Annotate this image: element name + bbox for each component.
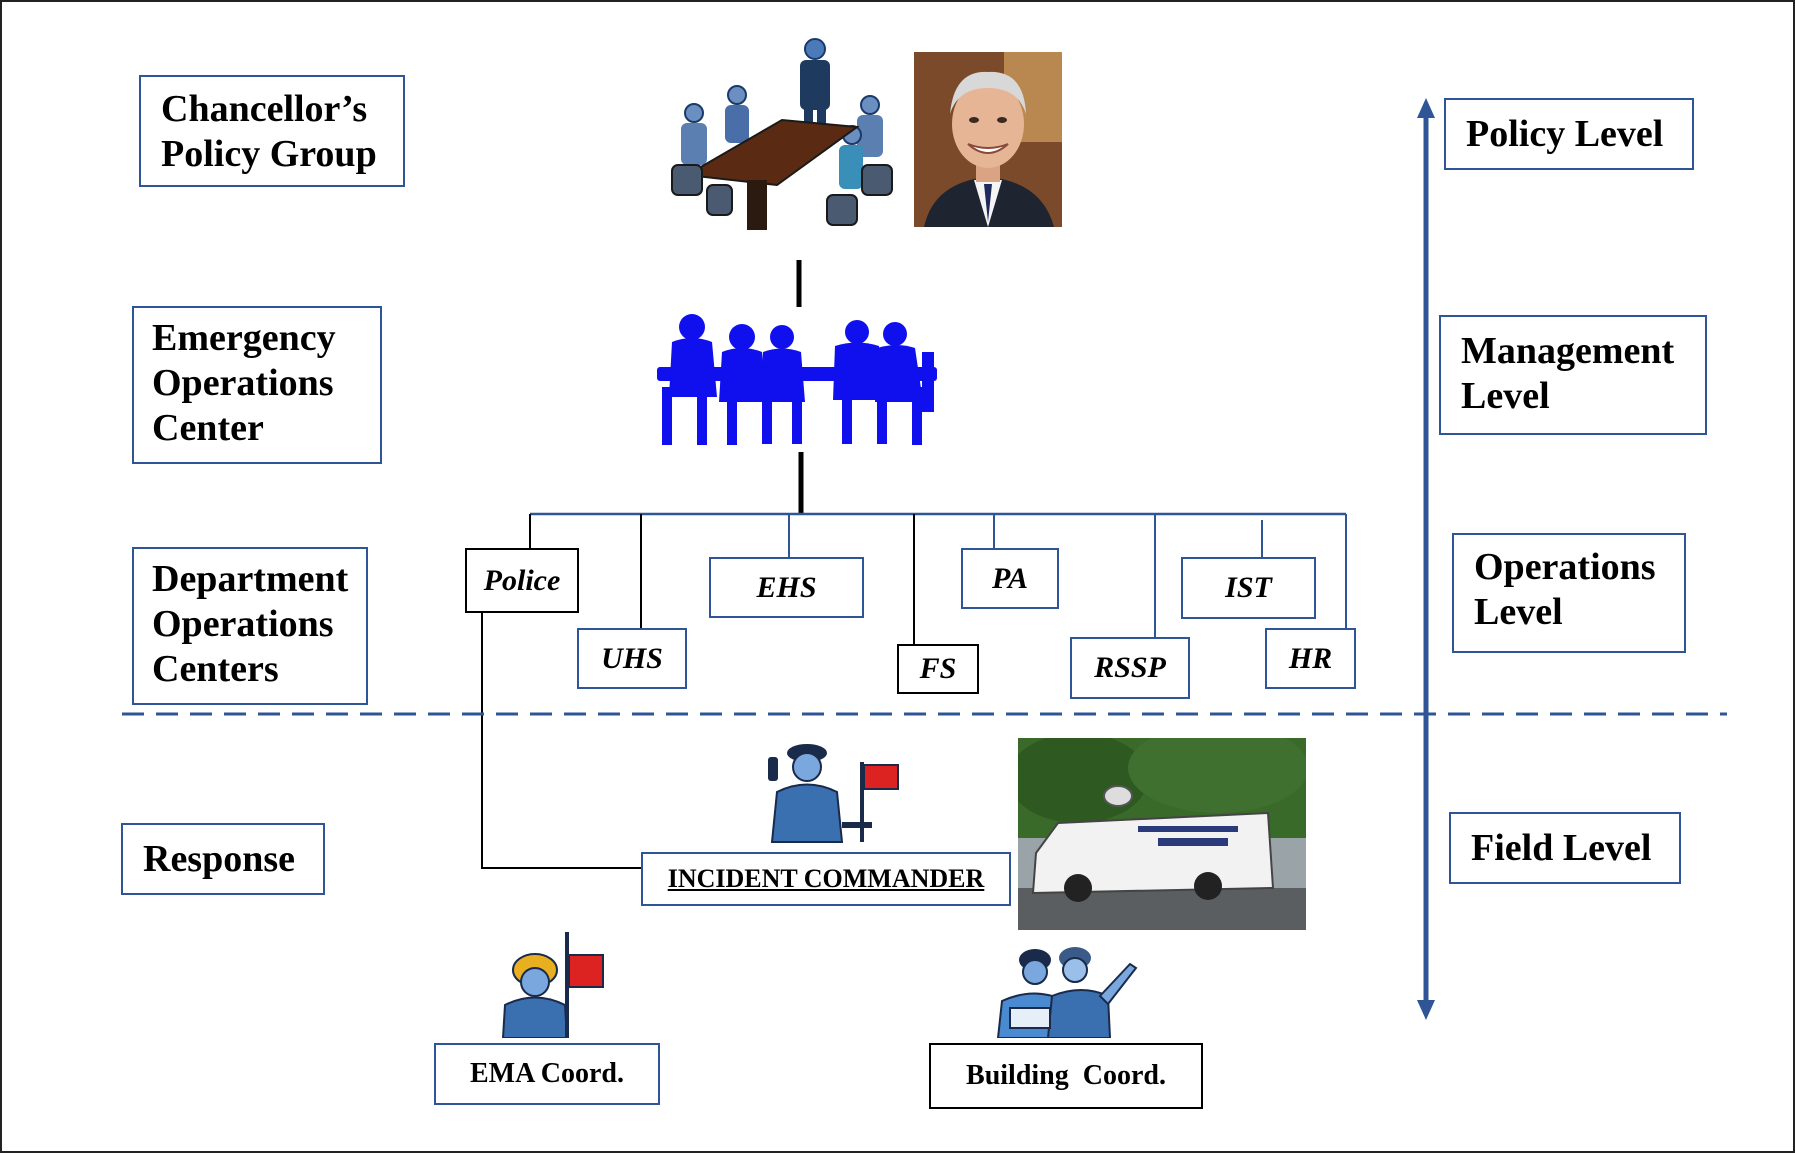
policy-level-box: Policy Level [1444, 98, 1694, 170]
building-coord-label: Building Coord. [966, 1060, 1166, 1091]
doc-box: Department Operations Centers [132, 547, 368, 705]
worker-flag-icon [501, 932, 604, 1038]
dept-fs-label: FS [919, 652, 957, 685]
management-level-box: Management Level [1439, 315, 1707, 435]
ema-coord-label: EMA Coord. [470, 1058, 624, 1089]
policy-group-line-1: Chancellor’s [161, 88, 368, 130]
dept-hr: HR [1265, 628, 1356, 689]
level-arrow-up [1417, 98, 1435, 118]
building-coord-box: Building Coord. [929, 1043, 1203, 1109]
ema-coord-box: EMA Coord. [434, 1043, 660, 1105]
doc-line-2: Operations [152, 603, 334, 645]
eoc-line-3: Center [152, 407, 264, 449]
dept-ehs-label: EHS [756, 570, 817, 604]
policy-level-label: Policy Level [1466, 113, 1664, 155]
dept-ist: IST [1181, 557, 1316, 619]
management-level-line-2: Level [1461, 375, 1550, 417]
command-vehicle-photo [1018, 738, 1306, 930]
dept-hr-label: HR [1288, 641, 1333, 675]
dept-ist-label: IST [1225, 571, 1272, 604]
response-box: Response [121, 823, 325, 895]
inspectors-icon [996, 947, 1138, 1038]
eoc-line-2: Operations [152, 362, 334, 404]
police-ic-connector [481, 612, 642, 869]
doc-line-1: Department [152, 558, 349, 600]
dept-ehs: EHS [709, 557, 864, 618]
dept-rssp-label: RSSP [1094, 651, 1166, 684]
doc-line-3: Centers [152, 648, 279, 690]
dept-police-label: Police [483, 563, 561, 597]
police-officer-radio-icon [768, 744, 899, 843]
eoc-line-1: Emergency [152, 317, 336, 359]
operations-level-line-2: Level [1474, 591, 1563, 633]
chancellor-photo [914, 52, 1062, 227]
operations-level-box: Operations Level [1452, 533, 1686, 653]
incident-commander-label: INCIDENT COMMANDER [667, 864, 985, 893]
management-level-line-1: Management [1461, 330, 1675, 372]
policy-group-line-2: Policy Group [161, 133, 377, 175]
dept-uhs: UHS [577, 628, 687, 689]
dept-pa-label: PA [991, 561, 1029, 595]
operations-level-line-1: Operations [1474, 546, 1656, 588]
policy-group-box: Chancellor’s Policy Group [139, 75, 405, 187]
field-level-box: Field Level [1449, 812, 1681, 884]
response-label: Response [143, 838, 296, 880]
level-arrow-down [1417, 1000, 1435, 1020]
dept-rssp: RSSP [1070, 637, 1190, 699]
incident-commander-box: INCIDENT COMMANDER [641, 852, 1011, 906]
field-level-label: Field Level [1471, 827, 1652, 869]
dept-police: Police [465, 548, 579, 613]
conference-table-icon [671, 38, 893, 230]
eoc-box: Emergency Operations Center [132, 306, 382, 464]
dept-pa: PA [961, 548, 1059, 609]
dept-uhs-label: UHS [601, 641, 663, 675]
team-meeting-silhouette-icon [657, 314, 937, 445]
dept-fs: FS [897, 644, 979, 694]
